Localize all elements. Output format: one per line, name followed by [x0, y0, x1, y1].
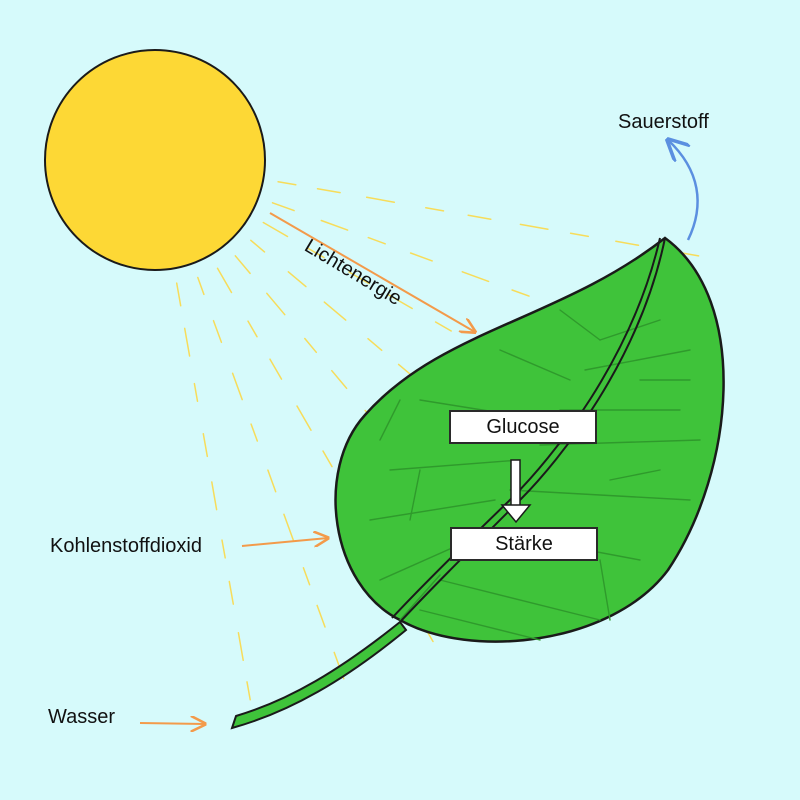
water-arrow — [139, 723, 205, 724]
leaf-stem — [230, 620, 408, 730]
sun-ray-dash — [283, 513, 295, 542]
sun-ray-dash — [202, 433, 209, 458]
sun-ray-dash — [467, 214, 492, 220]
glucose-box: Glucose — [449, 410, 597, 444]
sun-ray-dash — [250, 239, 266, 253]
carbon-dioxide-arrow — [241, 538, 328, 546]
sun-ray-dash — [247, 320, 258, 338]
oxygen-label: Sauerstoff — [618, 111, 709, 133]
sun-ray-dash — [434, 321, 452, 332]
sun-ray-dash — [237, 631, 244, 662]
sun-ray-dash — [212, 319, 223, 344]
carbon-dioxide-label: Kohlenstoffdioxid — [50, 535, 202, 557]
sun-ray-dash — [234, 255, 251, 275]
sun-ray-dash — [231, 372, 243, 401]
sun-ray-dash — [216, 267, 233, 294]
sun-ray-dash — [269, 358, 283, 380]
sun-ray-dash — [277, 180, 297, 186]
sun-ray-dash — [409, 252, 433, 262]
sun-ray-dash — [266, 292, 286, 316]
sun-icon — [44, 49, 266, 271]
sun-ray-dash — [304, 337, 318, 354]
sun-ray-dash — [307, 247, 325, 259]
sun-ray-dash — [615, 240, 640, 247]
sun-ray-dash — [331, 369, 348, 390]
sun-ray-dash — [461, 271, 490, 283]
sun-ray-dash — [250, 423, 259, 442]
sun-ray-dash — [183, 327, 191, 357]
sun-ray-dash — [322, 450, 333, 468]
sun-ray-dash — [425, 207, 445, 212]
water-label: Wasser — [48, 706, 116, 728]
leaf-midrib — [399, 237, 666, 623]
sun-ray-dash — [316, 187, 341, 194]
sun-ray-dash — [296, 405, 312, 431]
sun-ray-dash — [387, 293, 413, 310]
leaf-icon — [230, 236, 725, 730]
sun-ray-dash — [302, 567, 311, 586]
sun-ray-dash — [320, 219, 349, 231]
sun-ray-dash — [221, 539, 226, 559]
sun-ray-dash — [367, 236, 386, 245]
sun-ray-dash — [367, 337, 383, 352]
oxygen-arrow — [668, 140, 699, 241]
sun-ray-dash — [323, 301, 347, 321]
sun-ray-dash — [519, 223, 549, 231]
sun-ray-dash — [511, 289, 530, 297]
sun-ray-dash — [211, 481, 218, 511]
sun-ray-dash — [316, 604, 326, 628]
sun-ray-dash — [365, 196, 396, 203]
sun-ray-dash — [348, 271, 370, 285]
sun-ray-dash — [569, 232, 590, 238]
sun-ray-dash — [267, 469, 277, 493]
sun-ray-dash — [246, 681, 251, 701]
sun-ray-dash — [175, 282, 182, 307]
sun-ray-dash — [287, 271, 307, 288]
sun-ray-dash — [228, 580, 235, 605]
light-energy-arrow — [269, 212, 475, 332]
sun-ray-dash — [271, 202, 295, 212]
sun-ray-dash — [193, 382, 199, 403]
sun-ray-dash — [262, 221, 289, 238]
glucose-to-starch-arrow — [500, 459, 532, 524]
starch-box: Stärke — [450, 527, 598, 561]
sun-ray-dash — [197, 276, 205, 296]
